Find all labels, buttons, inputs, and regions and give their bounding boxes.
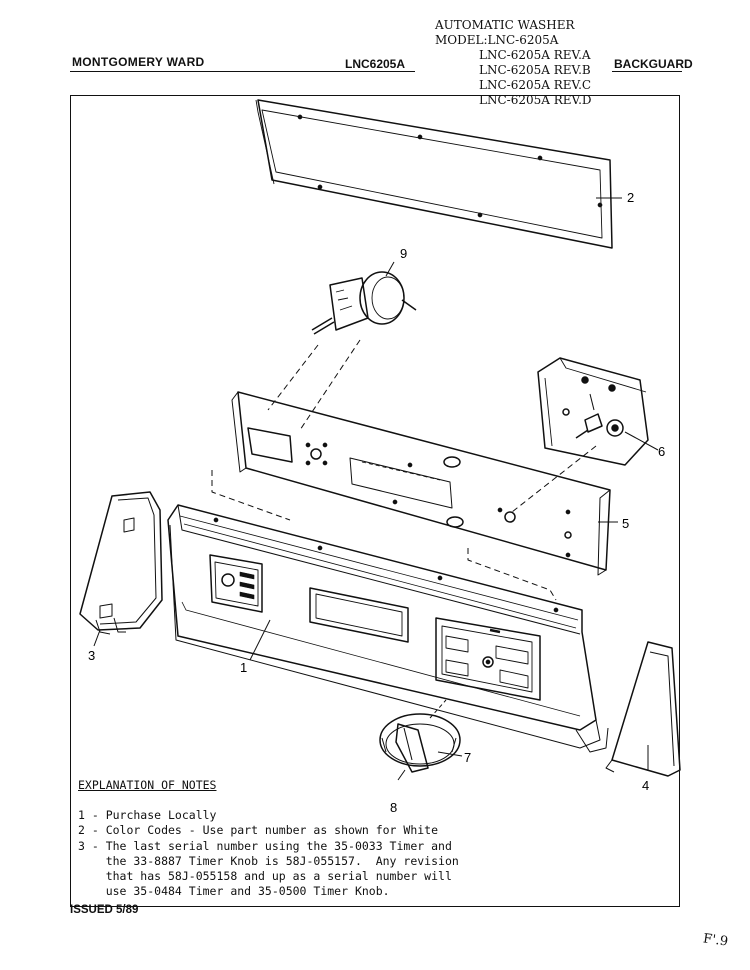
notes-title: EXPLANATION OF NOTES — [78, 778, 217, 792]
note-line: 1 - Purchase Locally — [78, 808, 217, 822]
brand-label: MONTGOMERY WARD — [72, 55, 205, 69]
model-rev-b: LNC-6205A REV.B — [479, 63, 591, 77]
callout-8: 8 — [390, 800, 397, 815]
part-4-right-endcap — [605, 641, 681, 777]
note-line: the 33-8887 Timer Knob is 58J-055157. An… — [78, 853, 459, 868]
model-rev-a: LNC-6205A REV.A — [479, 48, 591, 62]
issued-date: ISSUED 5/89 — [70, 904, 139, 916]
section-title: BACKGUARD — [614, 57, 693, 71]
callout-5: 5 — [622, 516, 629, 531]
part-1-console — [167, 504, 609, 753]
callout-6: 6 — [658, 444, 665, 459]
callout-9: 9 — [400, 246, 407, 261]
model-rev-d: LNC-6205A REV.D — [479, 93, 592, 107]
note-line: use 35-0484 Timer and 35-0500 Timer Knob… — [78, 884, 390, 899]
part-9-pressure-switch — [311, 261, 417, 335]
callout-1: 1 — [240, 660, 247, 675]
assembly-guides — [211, 339, 597, 601]
part-5-bracket — [231, 391, 618, 576]
callout-4: 4 — [642, 778, 649, 793]
part-3-left-endcap — [79, 491, 163, 647]
model-block: AUTOMATIC WASHER MODEL:LNC-6205A LNC-620… — [435, 18, 592, 108]
part-7-timer-knob — [379, 699, 463, 781]
model-line-2: MODEL:LNC-6205A — [435, 33, 559, 47]
model-number-label: LNC6205A — [345, 57, 406, 71]
note-line: 2 - Color Codes - Use part number as sho… — [78, 823, 439, 838]
note-line: 3 - The last serial number using the 35-… — [78, 838, 452, 853]
header-rule-left — [70, 71, 415, 72]
model-line-1: AUTOMATIC WASHER — [435, 18, 575, 32]
callout-3: 3 — [88, 648, 95, 663]
diagram-frame — [70, 95, 680, 907]
callout-2: 2 — [627, 190, 634, 205]
part-6-timer — [537, 357, 659, 466]
note-line: that has 58J-055158 and up as a serial n… — [78, 869, 452, 884]
model-rev-c: LNC-6205A REV.C — [479, 78, 592, 92]
callout-7: 7 — [464, 750, 471, 765]
notes-list: 1 - Purchase Locally 2 - Color Codes - U… — [78, 808, 459, 900]
part-2-rear-panel — [255, 99, 613, 249]
header-rule-right — [612, 71, 682, 72]
